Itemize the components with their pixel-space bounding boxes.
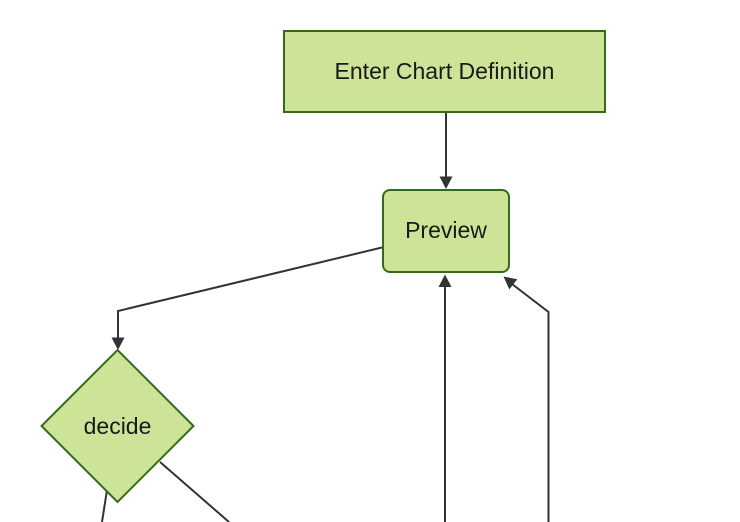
arrowhead-enterdef-to-preview-icon [439, 176, 453, 189]
edge-decide-offscreen-left [101, 489, 108, 522]
edge-decide-offscreen-right [159, 461, 230, 522]
node-decide-diamond-shape [40, 348, 195, 504]
arrowhead-preview-to-decide-icon [111, 337, 125, 350]
node-decide-label: decide [83, 412, 152, 439]
node-decide: decide [41, 350, 194, 502]
node-enter-chart-definition-label: Enter Chart Definition [334, 57, 555, 84]
arrowhead-offscreen-right-to-preview-icon [503, 276, 518, 290]
node-preview: Preview [382, 189, 510, 273]
node-preview-label: Preview [405, 217, 487, 244]
arrowhead-offscreen-center-to-preview-icon [438, 274, 452, 287]
edge-offscreen-right-to-preview [511, 283, 550, 522]
node-enter-chart-definition: Enter Chart Definition [283, 30, 606, 113]
edge-preview-to-decide [117, 246, 383, 338]
